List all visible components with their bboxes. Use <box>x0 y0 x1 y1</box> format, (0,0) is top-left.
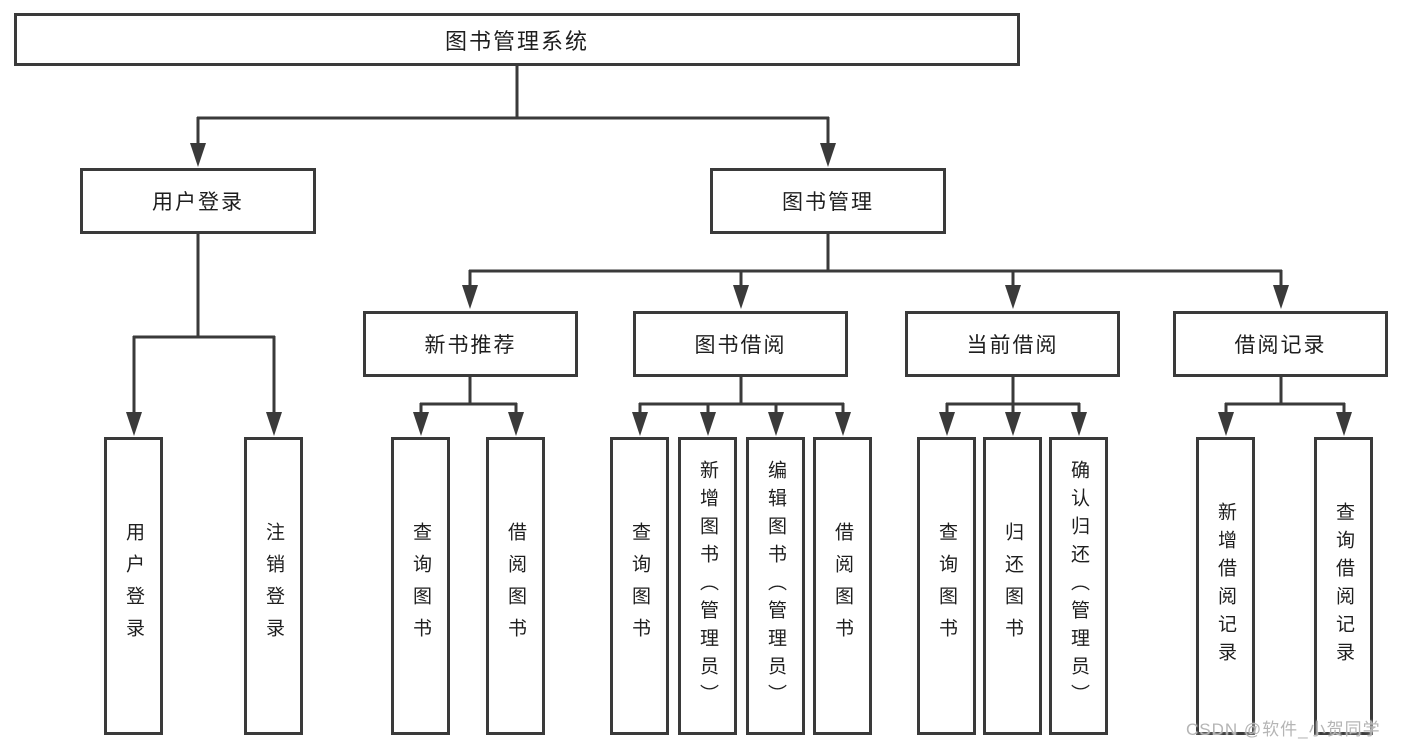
arrowheads <box>126 143 1352 436</box>
node-label: 图书借阅 <box>694 334 787 357</box>
leaf-label: 查询图书 <box>410 522 431 650</box>
leaf-label: 查询图书 <box>629 522 650 650</box>
leaf-label: 借阅图书 <box>832 522 853 650</box>
leaf-label: 新增图书（管理员） <box>697 460 718 712</box>
node-label: 图书管理系统 <box>444 28 589 54</box>
leaf-return-books: 归还图书 <box>983 437 1042 735</box>
leaf-label: 借阅图书 <box>505 522 526 650</box>
leaf-label: 注销登录 <box>263 522 284 650</box>
node-label: 新书推荐 <box>424 334 517 357</box>
node-borrow-records: 借阅记录 <box>1173 311 1388 377</box>
leaf-add-borrow-record: 新增借阅记录 <box>1196 437 1255 735</box>
node-library-system: 图书管理系统 <box>14 13 1020 66</box>
leaf-confirm-return-admin: 确认归还（管理员） <box>1049 437 1108 735</box>
leaf-edit-books-admin: 编辑图书（管理员） <box>746 437 805 735</box>
leaf-query-books-recommend: 查询图书 <box>391 437 450 735</box>
node-user-login: 用户登录 <box>80 168 316 234</box>
leaf-label: 确认归还（管理员） <box>1068 460 1089 712</box>
leaf-borrow-books: 借阅图书 <box>813 437 872 735</box>
leaf-query-borrow-record: 查询借阅记录 <box>1314 437 1373 735</box>
leaf-add-books-admin: 新增图书（管理员） <box>678 437 737 735</box>
leaf-label: 归还图书 <box>1002 522 1023 650</box>
leaf-label: 查询借阅记录 <box>1333 502 1354 670</box>
node-new-book-recommend: 新书推荐 <box>363 311 578 377</box>
node-label: 借阅记录 <box>1234 334 1327 357</box>
leaf-label: 用户登录 <box>123 522 144 650</box>
node-label: 图书管理 <box>782 191 874 214</box>
leaf-user-login: 用户登录 <box>104 437 163 735</box>
node-book-borrow: 图书借阅 <box>633 311 848 377</box>
node-label: 当前借阅 <box>966 334 1059 357</box>
node-current-borrow: 当前借阅 <box>905 311 1120 377</box>
leaf-label: 编辑图书（管理员） <box>765 460 786 712</box>
leaf-query-books-current: 查询图书 <box>917 437 976 735</box>
leaf-borrow-books-recommend: 借阅图书 <box>486 437 545 735</box>
leaf-logout: 注销登录 <box>244 437 303 735</box>
node-label: 用户登录 <box>152 191 244 214</box>
node-book-management: 图书管理 <box>710 168 946 234</box>
leaf-label: 查询图书 <box>936 522 957 650</box>
leaf-label: 新增借阅记录 <box>1215 502 1236 670</box>
leaf-query-books-borrow: 查询图书 <box>610 437 669 735</box>
